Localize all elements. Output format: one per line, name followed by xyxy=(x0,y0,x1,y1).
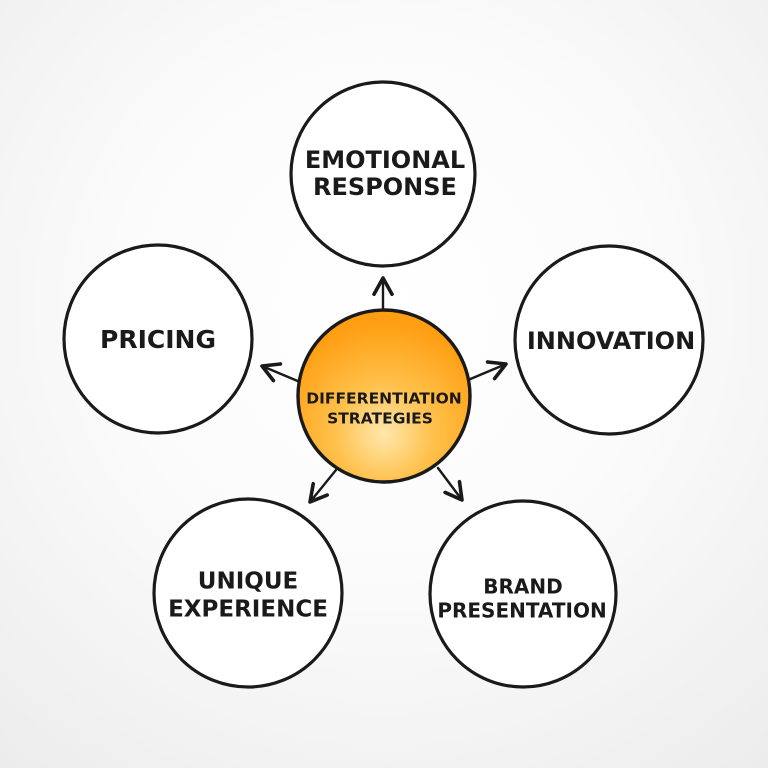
center-circle xyxy=(296,308,472,484)
node-label-line: UNIQUE xyxy=(198,569,298,595)
center-node-differentiation-strategies: DIFFERENTIATION STRATEGIES xyxy=(296,308,472,484)
node-emotional-response: EMOTIONAL RESPONSE xyxy=(289,80,477,268)
node-label-line: INNOVATION xyxy=(527,327,695,355)
node-brand-presentation: BRAND PRESENTATION xyxy=(428,499,618,689)
node-circle xyxy=(62,243,254,435)
node-circle xyxy=(428,499,618,689)
node-label-line: BRAND xyxy=(483,575,562,599)
arrow-to-innovation xyxy=(466,360,508,382)
center-label-line: DIFFERENTIATION xyxy=(306,390,462,408)
connector-arrows xyxy=(260,276,508,504)
node-label-line: PRICING xyxy=(100,325,216,354)
arrow-to-unique-experience xyxy=(308,468,338,504)
node-unique-experience: UNIQUE EXPERIENCE xyxy=(152,497,344,689)
center-label-line: STRATEGIES xyxy=(327,410,433,428)
node-label-line: PRESENTATION xyxy=(437,599,606,623)
node-circle xyxy=(513,244,705,436)
node-circle xyxy=(152,497,344,689)
node-label-line: EXPERIENCE xyxy=(168,597,328,623)
node-circle xyxy=(289,80,477,268)
arrow-to-pricing xyxy=(260,362,302,384)
arrow-to-brand-presentation xyxy=(436,466,464,502)
node-innovation: INNOVATION xyxy=(513,244,705,436)
node-pricing: PRICING xyxy=(62,243,254,435)
node-label-line: RESPONSE xyxy=(313,173,457,201)
node-label-line: EMOTIONAL xyxy=(305,146,465,174)
